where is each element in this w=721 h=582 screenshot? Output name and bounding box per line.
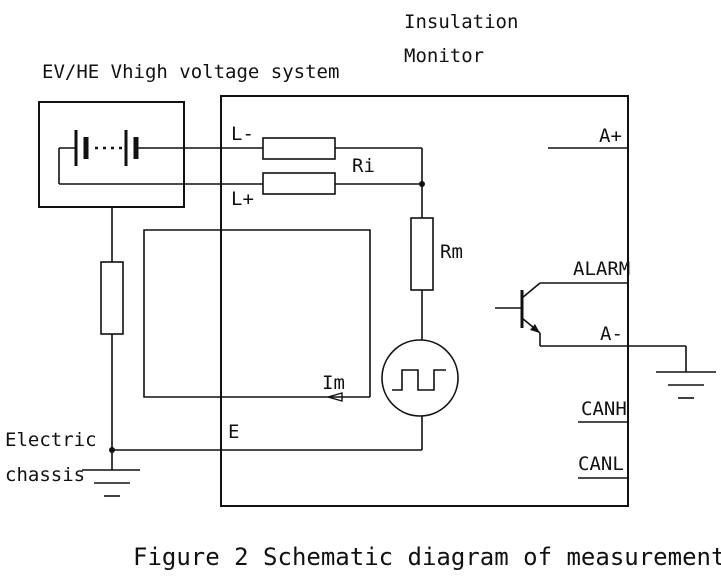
rm-branch	[410, 184, 434, 340]
square-wave-source-icon	[381, 339, 459, 450]
current-loop	[143, 229, 371, 402]
e-label: E	[228, 421, 239, 443]
insulation-monitor-box	[220, 95, 629, 507]
a-minus-label: A-	[600, 323, 623, 345]
rm-resistor	[410, 217, 434, 291]
l-minus-label: L-	[231, 123, 254, 145]
chassis-resistor	[100, 261, 124, 335]
canl-label: CANL	[578, 453, 624, 475]
ground-icon	[656, 346, 716, 399]
figure-caption: Figure 2 Schematic diagram of measuremen…	[133, 543, 721, 571]
ri-label: Ri	[352, 155, 375, 177]
title-line-1: Insulation	[404, 11, 518, 33]
ri-resistor-bottom	[262, 172, 336, 195]
a-plus-label: A+	[599, 125, 622, 147]
alarm-label: ALARM	[573, 258, 630, 280]
chassis-label-line-2: chassis	[5, 464, 85, 486]
system-label: EV/HE Vhigh voltage system	[42, 61, 339, 83]
battery-icon	[59, 130, 263, 166]
chassis-resistor-branch	[100, 207, 124, 453]
chassis-ground-icon	[82, 450, 140, 497]
ri-resistor-top	[262, 137, 336, 160]
current-arrow-icon	[325, 392, 343, 402]
transistor-icon	[495, 282, 686, 347]
l-plus-label: L+	[231, 188, 254, 210]
rm-label: Rm	[440, 241, 463, 263]
l-minus-line	[262, 137, 423, 184]
canh-label: CANH	[581, 398, 627, 420]
hv-system-box	[38, 101, 185, 208]
chassis-label-line-1: Electric	[5, 429, 97, 451]
title-line-2: Monitor	[404, 45, 484, 67]
im-label: Im	[322, 372, 345, 394]
